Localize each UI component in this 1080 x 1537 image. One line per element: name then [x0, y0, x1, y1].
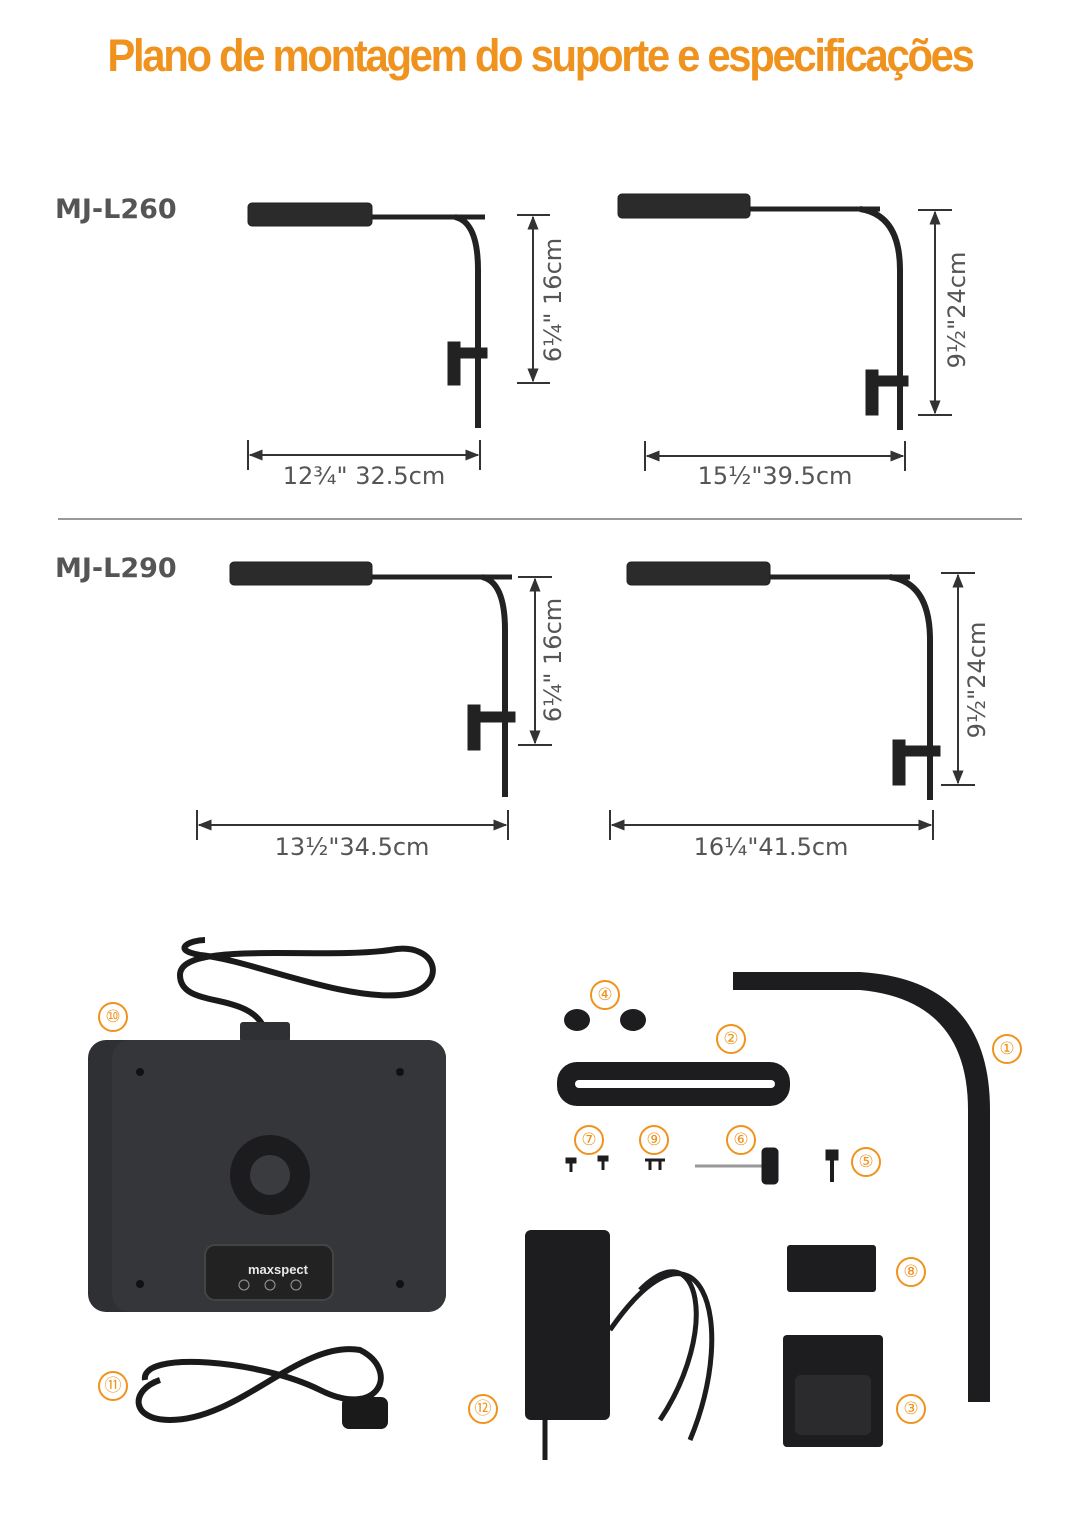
- l260-long-height: 9½"24cm: [943, 251, 971, 369]
- page-title: Plano de montagem do suporte e especific…: [107, 30, 975, 81]
- bracket-diagram-l260-short: [247, 202, 488, 428]
- l290-short-height: 6¼" 16cm: [539, 597, 567, 723]
- part-number-10: ⑩: [98, 1002, 128, 1032]
- section-divider: [58, 518, 1022, 520]
- small-screws: [565, 1147, 839, 1185]
- part-2-slot-plate: [557, 1062, 790, 1106]
- part-number-5: ⑤: [851, 1147, 881, 1177]
- part-number-4: ④: [590, 980, 620, 1010]
- part-11-power-cord: [135, 1346, 388, 1429]
- controller-power-cable: [176, 937, 436, 1032]
- part-number-7: ⑦: [574, 1125, 604, 1155]
- controller-unit: [88, 1022, 446, 1312]
- part-number-2: ②: [716, 1024, 746, 1054]
- l260-long-width: 15½"39.5cm: [697, 462, 853, 490]
- model-label-l290: MJ-L290: [55, 553, 177, 584]
- part-4-knobs: [564, 1009, 646, 1031]
- l260-short-height: 6¼" 16cm: [539, 237, 567, 363]
- part-number-3: ③: [896, 1394, 926, 1424]
- l290-long-width: 16¼"41.5cm: [693, 833, 849, 861]
- maxspect-logo: maxspect: [248, 1262, 308, 1277]
- part-number-1: ①: [992, 1034, 1022, 1064]
- part-8-pad: [787, 1245, 876, 1292]
- model-label-l260: MJ-L260: [55, 194, 177, 225]
- bracket-diagram-l290-short: [229, 561, 516, 797]
- l290-short-width: 13½"34.5cm: [274, 833, 430, 861]
- part-12-power-adapter: [525, 1230, 715, 1460]
- part-number-12: ⑫: [468, 1394, 498, 1424]
- part-number-11: ⑪: [98, 1371, 128, 1401]
- part-number-9: ⑨: [639, 1125, 669, 1155]
- part-number-8: ⑧: [896, 1257, 926, 1287]
- l260-short-width: 12¾" 32.5cm: [282, 462, 446, 490]
- part-number-6: ⑥: [726, 1125, 756, 1155]
- bracket-diagram-l260-long: [617, 193, 909, 430]
- part-3-clamp: [783, 1335, 883, 1447]
- l290-long-height: 9½"24cm: [963, 621, 991, 739]
- bracket-diagram-l290-long: [626, 561, 941, 800]
